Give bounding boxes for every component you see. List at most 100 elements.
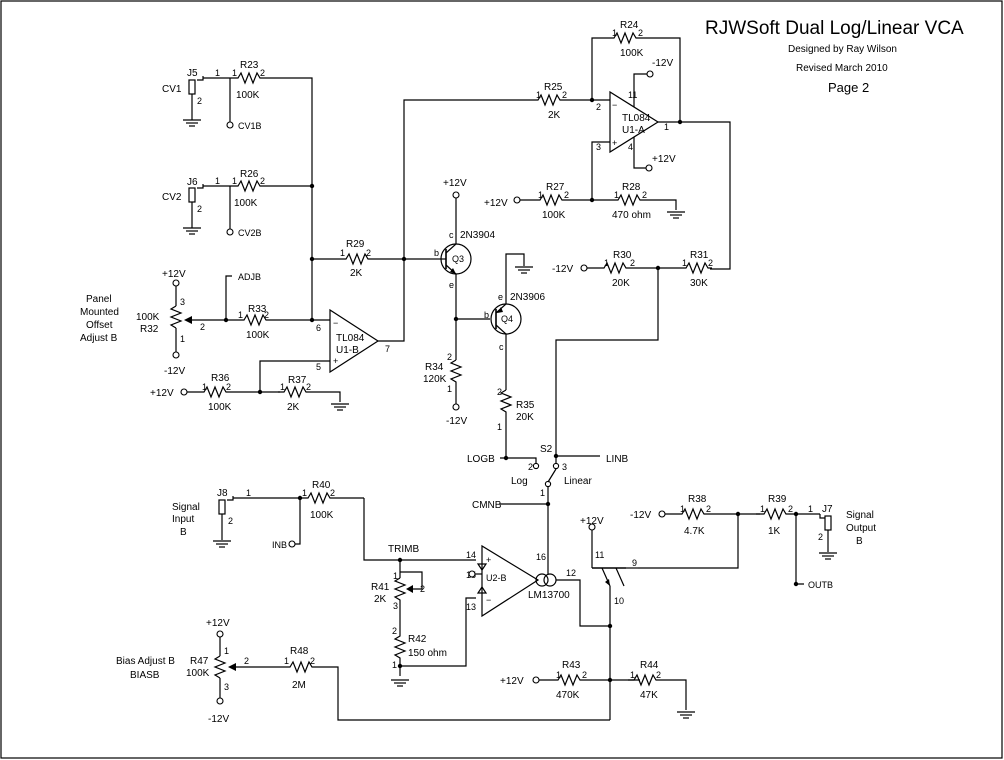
- svg-text:3: 3: [596, 142, 601, 152]
- svg-text:100K: 100K: [186, 668, 210, 679]
- svg-text:100K: 100K: [136, 312, 160, 323]
- svg-text:U1-B: U1-B: [336, 345, 359, 356]
- svg-text:INB: INB: [272, 540, 287, 550]
- svg-text:+12V: +12V: [580, 516, 604, 527]
- svg-text:R42: R42: [408, 634, 427, 645]
- svg-text:6: 6: [316, 323, 321, 333]
- svg-text:+12V: +12V: [484, 198, 508, 209]
- svg-text:TRIMB: TRIMB: [388, 544, 419, 555]
- svg-text:-12V: -12V: [164, 366, 185, 377]
- svg-text:+12V: +12V: [150, 388, 174, 399]
- svg-text:120K: 120K: [423, 374, 447, 385]
- svg-text:2: 2: [244, 656, 249, 666]
- svg-text:2: 2: [582, 670, 587, 680]
- j5-ref: J5: [187, 68, 198, 79]
- svg-text:b: b: [484, 310, 489, 320]
- svg-text:CMNB: CMNB: [472, 500, 502, 511]
- svg-text:1: 1: [497, 422, 502, 432]
- svg-text:Signal: Signal: [172, 502, 200, 513]
- svg-text:R48: R48: [290, 646, 309, 657]
- svg-text:2: 2: [260, 176, 265, 186]
- svg-text:Log: Log: [511, 476, 528, 487]
- svg-text:470K: 470K: [556, 690, 580, 701]
- svg-text:2K: 2K: [548, 110, 561, 121]
- svg-text:1: 1: [224, 646, 229, 656]
- svg-text:R43: R43: [562, 660, 581, 671]
- svg-text:1K: 1K: [768, 526, 781, 537]
- cv2b-node: CV2B: [238, 228, 262, 238]
- svg-text:2: 2: [366, 248, 371, 258]
- switch-s2: S2 LOGB 2 Log 3 Linear LINB 1: [467, 444, 629, 560]
- resistor-r42: 21 R42 150 ohm: [392, 626, 447, 676]
- svg-text:2K: 2K: [374, 594, 387, 605]
- svg-text:2K: 2K: [287, 402, 300, 413]
- transistor-q3: b c e Q3 2N3904: [430, 224, 495, 290]
- svg-text:100K: 100K: [246, 330, 270, 341]
- svg-text:R40: R40: [312, 480, 331, 491]
- svg-text:1: 1: [630, 670, 635, 680]
- svg-text:1: 1: [302, 488, 307, 498]
- svg-text:100K: 100K: [542, 210, 566, 221]
- svg-text:1: 1: [760, 504, 765, 514]
- pot-r41: 1 3 2 R41 2K: [371, 560, 425, 626]
- svg-text:J7: J7: [822, 504, 833, 515]
- svg-text:1: 1: [215, 68, 220, 78]
- jack-j6: CV2 J6 1 2 CV2B: [162, 176, 262, 238]
- svg-text:3: 3: [393, 601, 398, 611]
- svg-text:2: 2: [497, 387, 502, 397]
- svg-text:−: −: [486, 595, 491, 605]
- svg-text:Input: Input: [172, 514, 194, 525]
- ota-u2b: 14 15 13 + − U2-B 16 LM13700 12: [466, 544, 576, 618]
- svg-text:2: 2: [420, 584, 425, 594]
- svg-text:11: 11: [628, 90, 637, 100]
- svg-text:R41: R41: [371, 582, 390, 593]
- svg-text:R35: R35: [516, 400, 535, 411]
- svg-text:30K: 30K: [690, 278, 708, 289]
- svg-text:1: 1: [447, 384, 452, 394]
- svg-text:2: 2: [630, 258, 635, 268]
- svg-text:3: 3: [562, 462, 567, 472]
- svg-text:2N3904: 2N3904: [460, 230, 495, 241]
- svg-text:S2: S2: [540, 444, 553, 455]
- svg-text:R32: R32: [140, 324, 159, 335]
- svg-text:13: 13: [466, 602, 476, 612]
- svg-text:12: 12: [566, 568, 576, 578]
- svg-text:1: 1: [680, 504, 685, 514]
- svg-text:J6: J6: [187, 177, 198, 188]
- svg-text:R23: R23: [240, 60, 259, 71]
- svg-text:1: 1: [246, 488, 251, 498]
- svg-text:e: e: [498, 292, 503, 302]
- svg-text:R44: R44: [640, 660, 659, 671]
- svg-text:2: 2: [392, 626, 397, 636]
- svg-text:+: +: [486, 555, 491, 565]
- opamp-u1a: − + TL084 U1-A 2 3 1 11 4: [596, 90, 669, 154]
- svg-text:U1-A: U1-A: [622, 125, 645, 136]
- svg-text:1: 1: [340, 248, 345, 258]
- svg-text:3: 3: [224, 682, 229, 692]
- svg-text:2: 2: [226, 382, 231, 392]
- svg-text:LOGB: LOGB: [467, 454, 495, 465]
- adjb-node: ADJB: [238, 272, 261, 282]
- svg-text:47K: 47K: [640, 690, 658, 701]
- jack-j7: 1 J7 2 Signal Output B: [808, 504, 876, 560]
- svg-text:2: 2: [706, 504, 711, 514]
- svg-text:R24: R24: [620, 20, 639, 31]
- svg-text:2: 2: [788, 504, 793, 514]
- svg-text:100K: 100K: [236, 90, 260, 101]
- svg-text:+12V: +12V: [206, 618, 230, 629]
- svg-text:+12V: +12V: [652, 154, 676, 165]
- svg-text:R33: R33: [248, 304, 267, 315]
- svg-text:1: 1: [538, 190, 543, 200]
- buffer-transistor: 11 10 9: [591, 527, 638, 626]
- svg-text:1: 1: [540, 488, 545, 498]
- svg-text:1: 1: [284, 656, 289, 666]
- svg-text:2: 2: [260, 68, 265, 78]
